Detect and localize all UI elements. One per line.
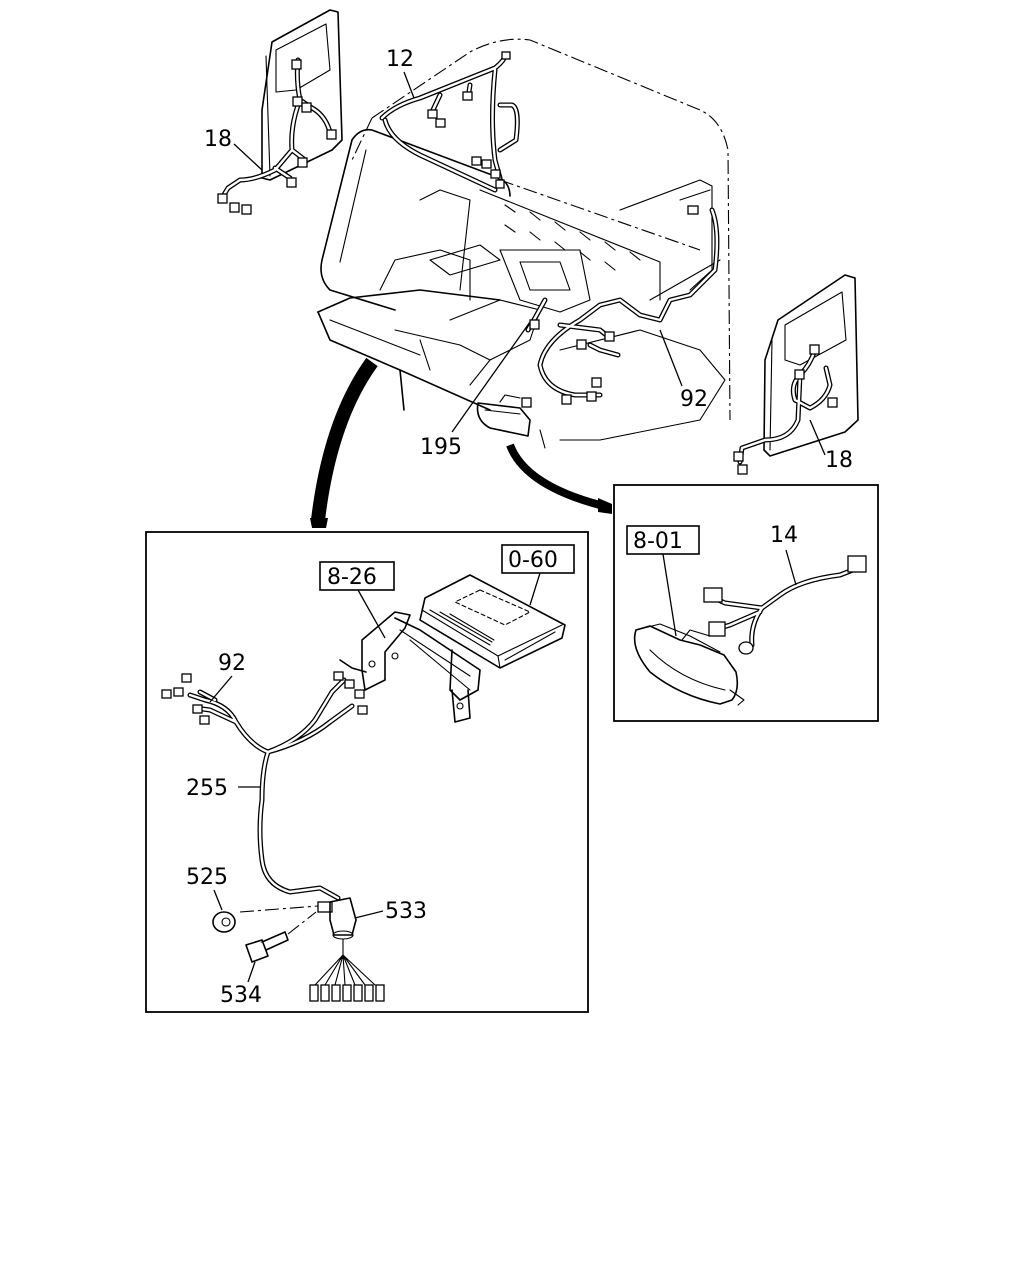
headlamp-harness [703,555,867,655]
callout-534: 534 [220,983,262,1008]
callout-255: 255 [186,776,228,801]
cab-main-harness [521,205,720,408]
headlamp-detail-panel [613,484,879,722]
pointer-to-headlamp-detail [506,443,612,514]
ref-label-0-60: 0-60 [508,548,558,573]
callout-18-right: 18 [825,448,853,473]
ecu-harness [161,659,368,901]
roof-harness [379,51,520,193]
callout-525: 525 [186,865,228,890]
pointer-to-ecu-detail [310,357,378,528]
ref-box-8-01 [626,525,700,555]
ecu-unit [361,574,566,723]
callout-12: 12 [386,47,414,72]
ref-label-8-26: 8-26 [327,565,377,590]
nut-525 [212,905,319,933]
callout-18-left: 18 [204,127,232,152]
cab-body [317,38,731,449]
callout-14: 14 [770,523,798,548]
ref-box-0-60 [501,544,575,574]
cab-headlamp [476,394,531,437]
callout-195: 195 [420,435,462,460]
bolt-534 [245,911,317,963]
callout-92-inset: 92 [218,651,246,676]
callout-533: 533 [385,899,427,924]
headlamp-unit [633,623,745,706]
left-door [217,9,343,215]
ref-label-8-01: 8-01 [633,529,683,554]
right-door [733,274,859,475]
callout-92-cab: 92 [680,387,708,412]
ref-box-8-26 [319,561,395,591]
connector-533 [309,897,385,1002]
ecu-detail-panel [145,531,589,1013]
